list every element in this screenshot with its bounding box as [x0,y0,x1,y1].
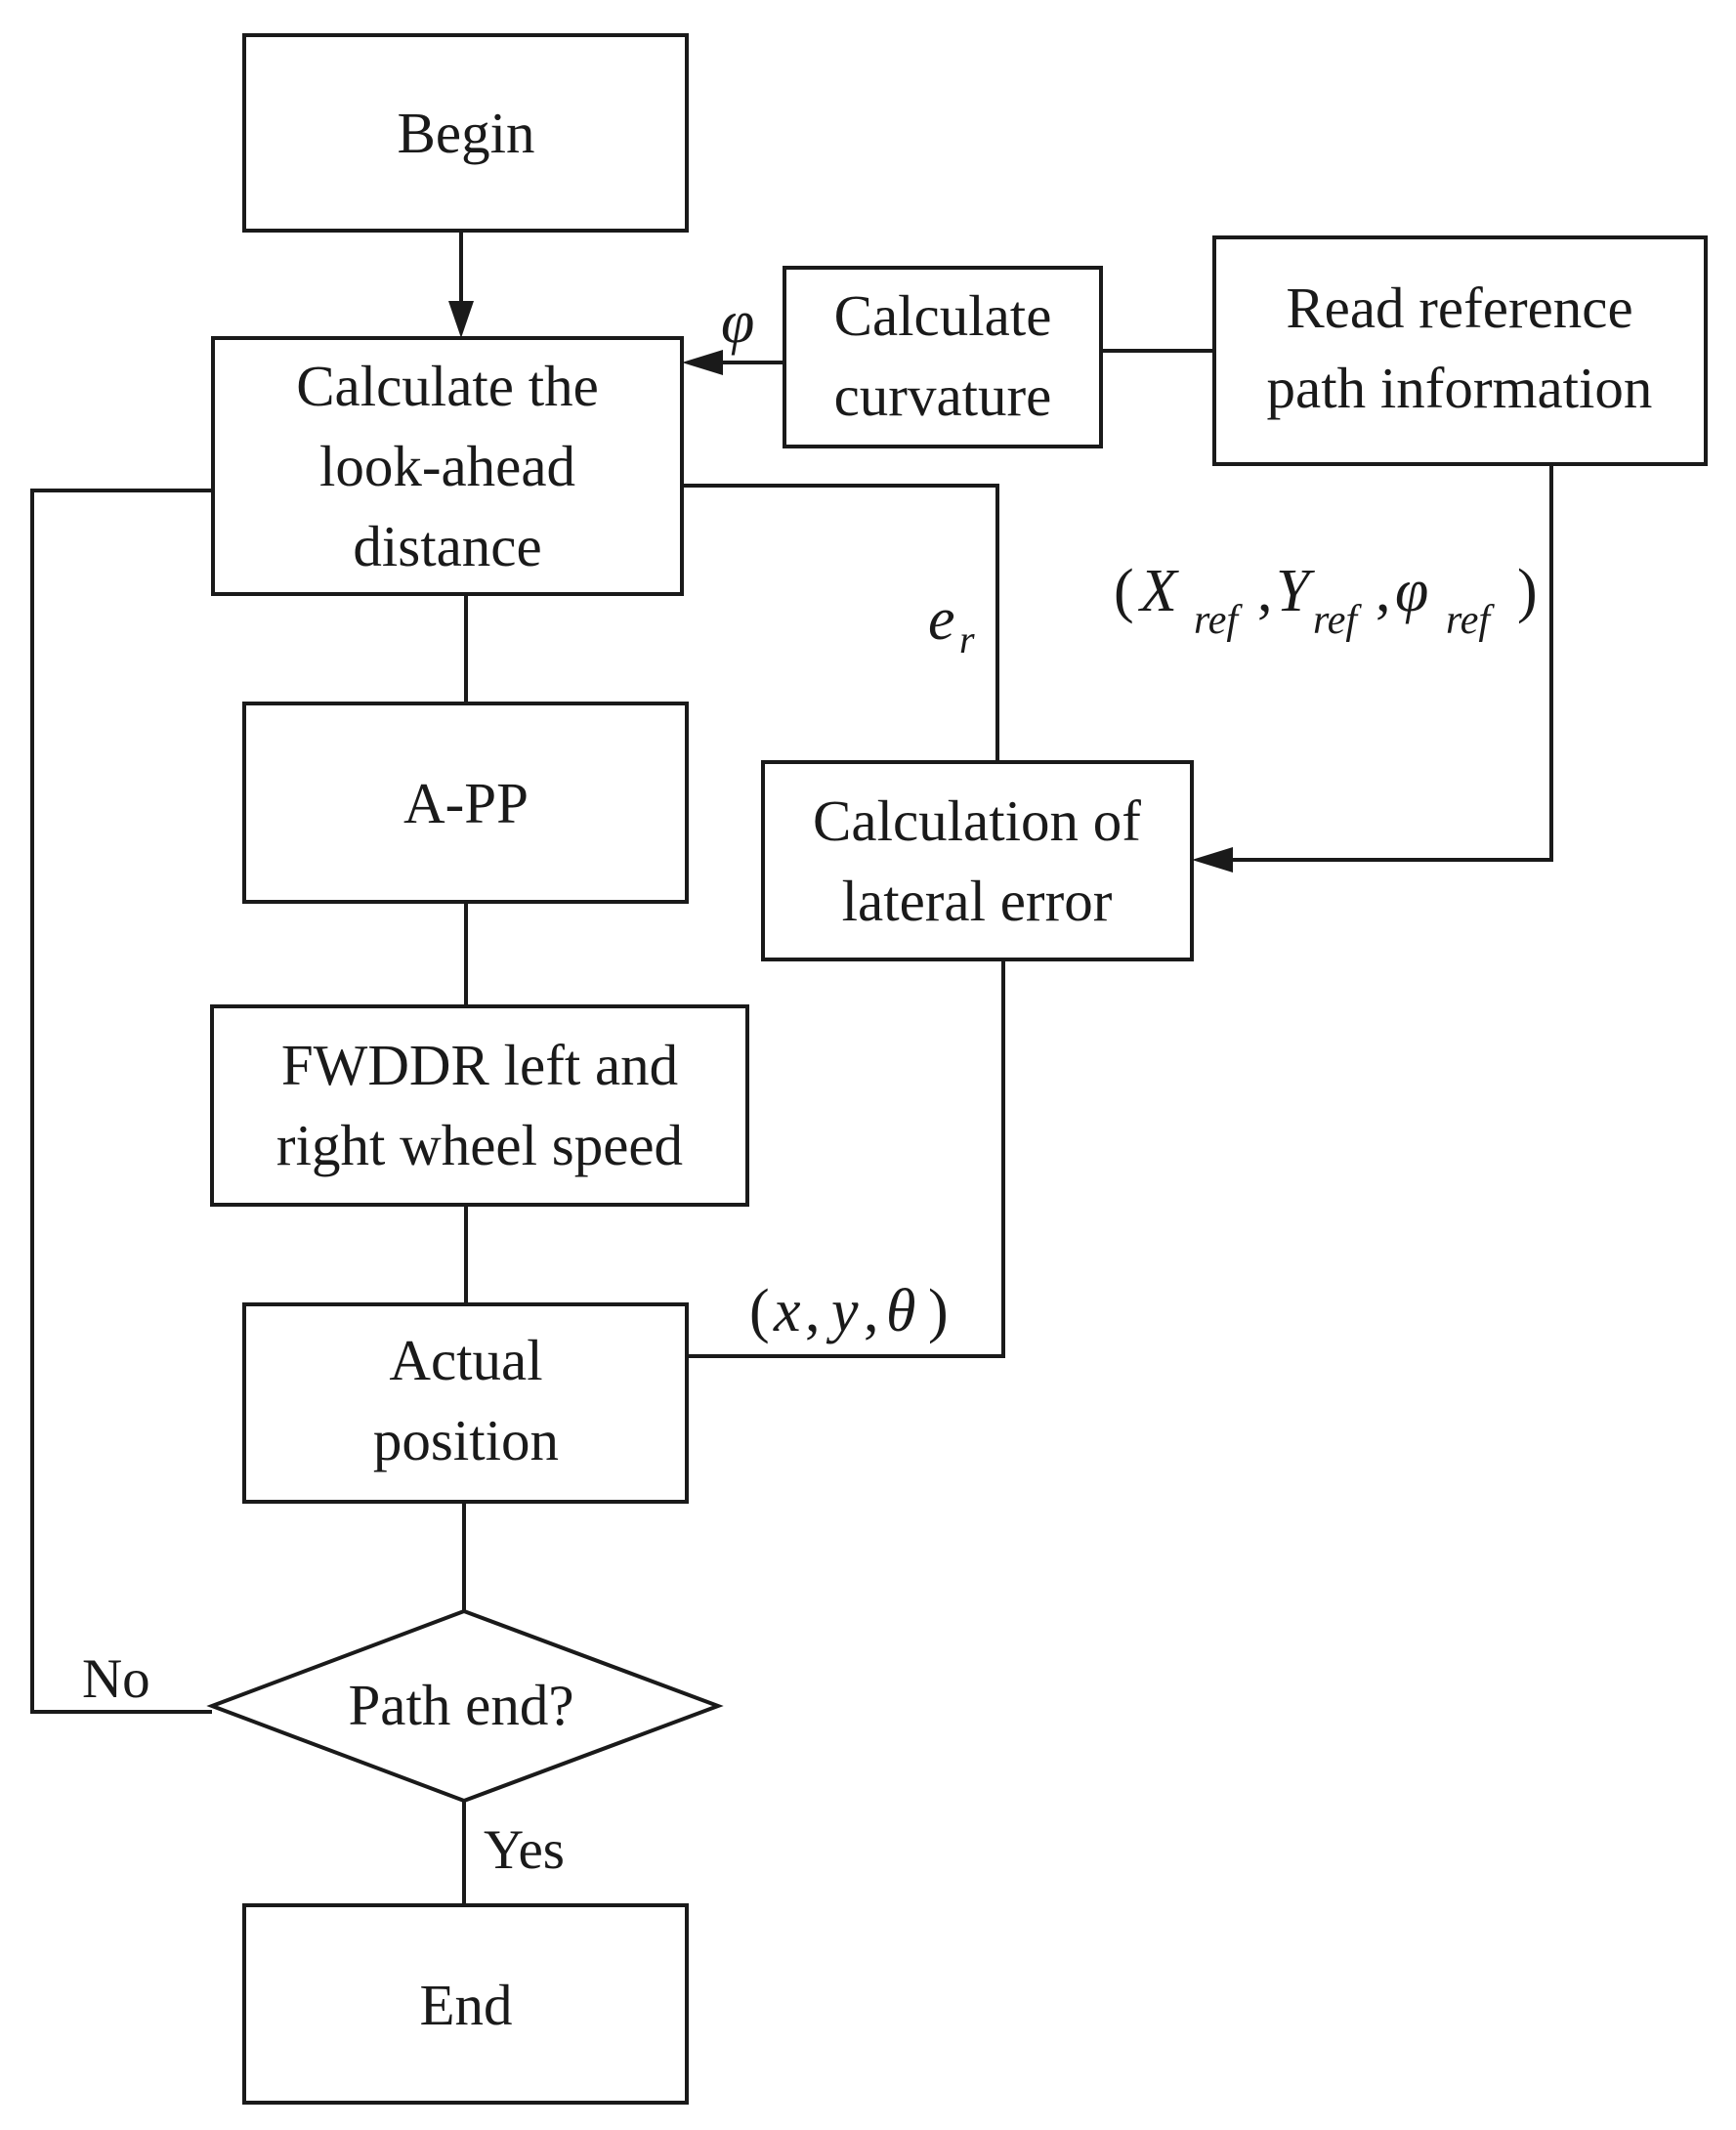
curvature-label-line1: Calculate [834,283,1052,348]
ref-lparen: ( [1114,558,1134,624]
lookahead-box [211,336,684,596]
lateral-error-label-line2: lateral error [842,869,1113,933]
x-ref-subscript: ref [1194,598,1243,643]
lateral-error-box [761,760,1194,961]
fwddr-label-line2: right wheel speed [276,1113,683,1177]
connectors [30,231,1553,1905]
ref-rparen: ) [1517,558,1538,624]
curvature-label-line2: curvature [834,363,1052,428]
position-tuple: ( x , y , θ ) [749,1278,949,1344]
actual-position-label-line1: Actual [389,1328,542,1392]
edge-readref-to-lateral [1231,464,1553,862]
pos-rparen: ) [928,1278,949,1344]
e-subscript-r: r [959,618,975,661]
edge-lateral-to-lookahead [682,484,999,762]
lateral-error-label-line1: Calculation of [813,788,1141,853]
actual-position-label-line2: position [373,1408,559,1472]
curvature-box [783,266,1103,448]
edge-decision-no-loop [30,489,213,1714]
phi-ref-subscript: ref [1446,598,1495,643]
no-label: No [82,1648,150,1710]
path-end-label: Path end? [348,1673,573,1737]
phi-symbol: φ [721,289,754,356]
x-ref-symbol: X [1137,558,1179,624]
phi-ref-symbol: φ [1395,558,1428,624]
actual-position-box [242,1302,689,1504]
y-ref-subscript: ref [1313,598,1362,643]
begin-label: Begin [398,101,535,165]
path-end-decision [206,1608,724,1804]
begin-box [242,33,689,233]
read-reference-label-line1: Read reference [1286,276,1632,340]
y-symbol: y [826,1278,859,1344]
x-symbol: x [773,1278,801,1344]
arrowhead-into-lateral-right [1192,847,1233,873]
fwddr-label-line1: FWDDR left and [281,1033,678,1097]
pos-lparen: ( [749,1278,770,1344]
edge-actual-to-lateral [687,959,1005,1358]
read-reference-box [1212,235,1708,466]
ref-comma-2: , [1376,558,1391,624]
pos-comma-2: , [864,1278,879,1344]
pos-comma-1: , [805,1278,821,1344]
arrowheads [448,301,1233,873]
arrowhead-into-lookahead-right [682,350,723,375]
yes-label: Yes [484,1819,565,1881]
arrowhead-into-lookahead-top [448,301,474,338]
lookahead-label-line1: Calculate the [296,354,599,418]
app-box [242,702,689,904]
theta-symbol: θ [886,1278,915,1344]
fwddr-box [210,1004,749,1207]
e-symbol: e [928,586,955,653]
reference-tuple: ( X ref , Y ref , φ ref ) [1114,558,1538,643]
end-box [242,1903,689,2105]
lateral-error-symbol: e r [928,586,975,661]
read-reference-label-line2: path information [1267,356,1653,420]
lookahead-label-line2: look-ahead [319,434,575,498]
end-label: End [419,1973,512,2037]
app-label: A-PP [403,771,529,835]
ref-comma-1: , [1257,558,1273,624]
y-ref-symbol: Y [1276,558,1315,624]
lookahead-label-line3: distance [353,514,541,578]
